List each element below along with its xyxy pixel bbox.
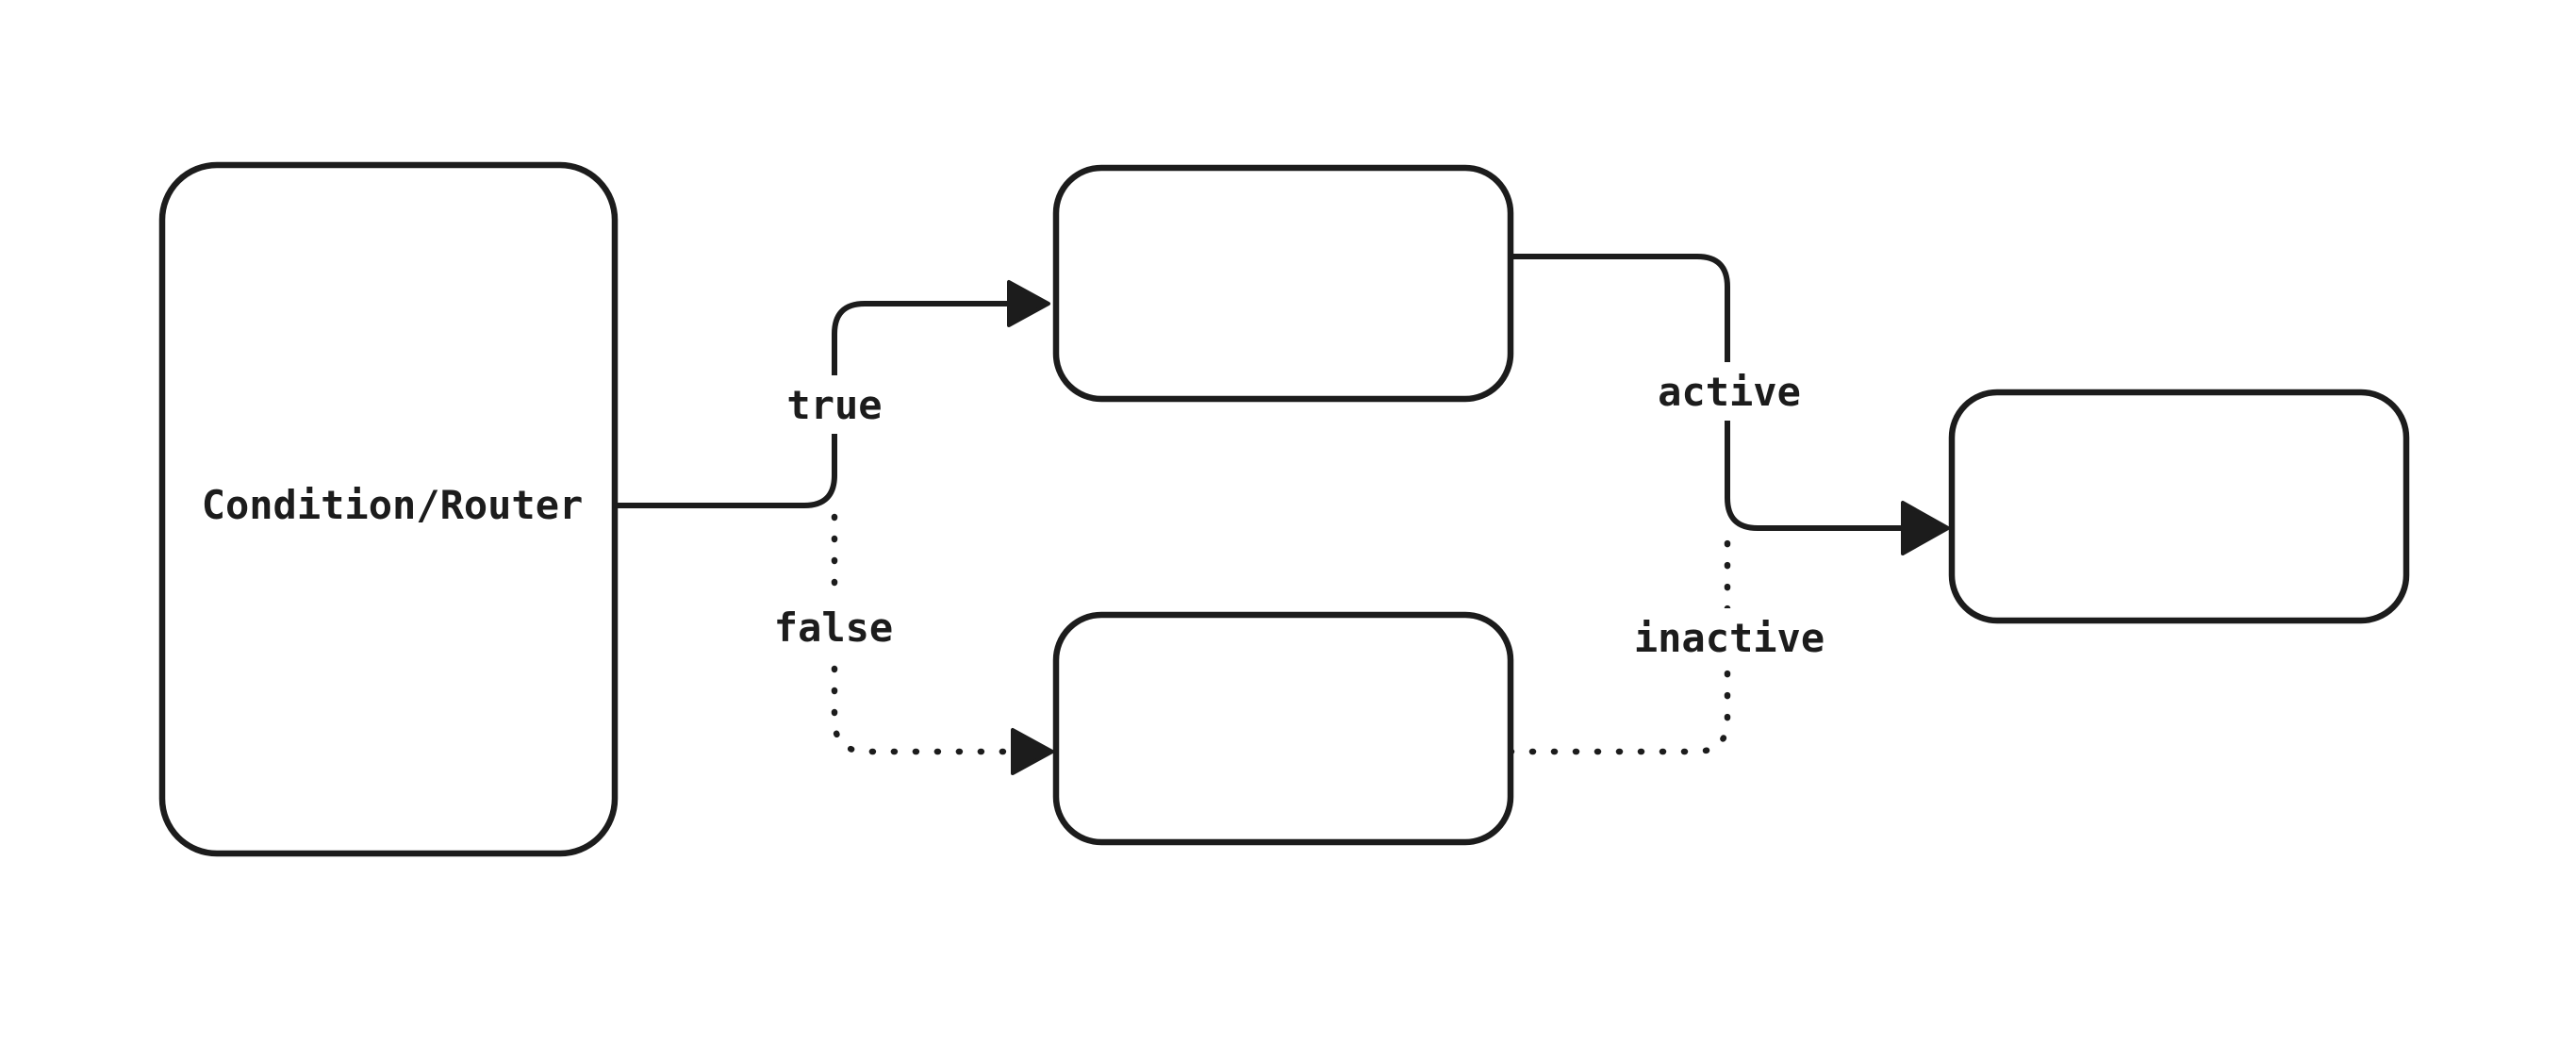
edge-label-mask-inactive (1620, 608, 1839, 667)
edge-label-true: true (786, 382, 882, 428)
node-false-target (1052, 611, 1514, 846)
edge-label-false: false (774, 605, 893, 651)
node-label-condition-router: Condition/Router (202, 482, 584, 528)
node-condition-router (158, 161, 619, 857)
edge-label-active: active (1658, 369, 1801, 415)
edge-labels-layer: true false active inactive (760, 362, 1839, 667)
edge-label-inactive: inactive (1634, 615, 1825, 661)
arrowhead-active-icon (1901, 501, 1950, 555)
arrowhead-false-icon (1011, 728, 1054, 775)
node-merge-target (1948, 389, 2410, 624)
edge-label-mask-true (771, 375, 898, 434)
arrowhead-true-icon (1007, 280, 1050, 327)
node-true-target (1052, 164, 1514, 403)
edge-label-mask-active (1643, 362, 1816, 421)
nodes-layer: Condition/Router (158, 161, 2410, 857)
edge-inactive (1507, 536, 1731, 755)
edge-label-mask-false (760, 598, 907, 656)
